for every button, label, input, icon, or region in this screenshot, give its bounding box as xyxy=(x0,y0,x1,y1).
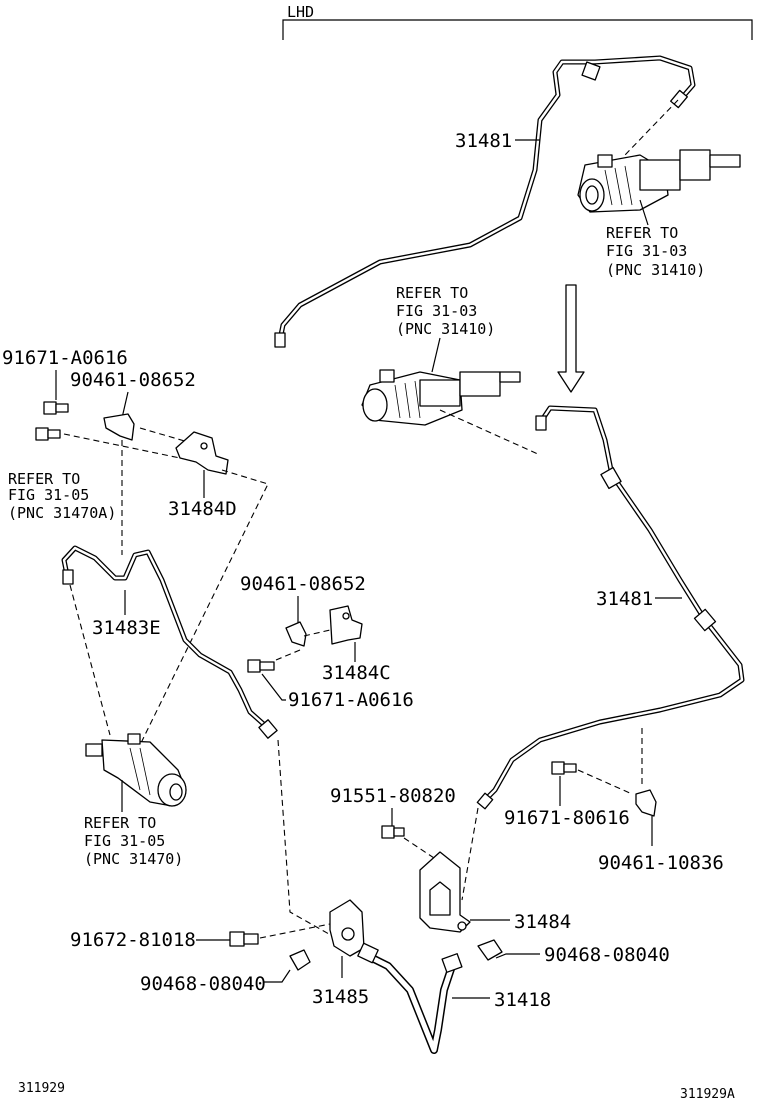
lhd-bracket: LHD xyxy=(282,3,753,40)
pipe-31483e[interactable] xyxy=(61,545,278,739)
svg-text:FIG 31-05: FIG 31-05 xyxy=(8,486,89,504)
lead-90468-08040-left xyxy=(264,969,291,983)
label-90468-08040-right: 90468-08040 xyxy=(544,944,670,966)
ref-center: REFER TO FIG 31-03 (PNC 31410) xyxy=(396,284,495,338)
guide-31484c xyxy=(303,629,331,637)
release-cylinder-icon xyxy=(85,733,187,807)
lhd-label: LHD xyxy=(287,3,314,21)
guide-31484 xyxy=(403,837,441,863)
lead-90468-08040-right xyxy=(495,953,540,959)
label-31481-right: 31481 xyxy=(596,588,653,610)
svg-text:(PNC 31470): (PNC 31470) xyxy=(84,850,183,868)
clamp-90461-08652-mid-icon xyxy=(285,621,307,647)
pipe-31481-right[interactable] xyxy=(476,405,745,810)
bolt-91671-a0616-mid-icon xyxy=(247,659,275,673)
master-cylinder-center-icon xyxy=(361,369,521,426)
lead-91671-a0616-mid xyxy=(261,673,286,701)
down-arrow-icon xyxy=(557,284,585,393)
svg-text:REFER TO: REFER TO xyxy=(84,814,156,832)
label-91671-a0616-mid: 91671-A0616 xyxy=(288,689,414,711)
ref-left: REFER TO FIG 31-05 (PNC 31470A) xyxy=(8,470,116,522)
label-31483e: 31483E xyxy=(92,617,161,639)
bolt-ref-left-icon xyxy=(35,427,61,441)
bracket-31484-icon xyxy=(419,851,471,933)
guide-top-right xyxy=(624,99,679,156)
clamp-90461-10836-icon xyxy=(635,789,657,817)
bolt-91672-81018-icon xyxy=(229,931,259,947)
guide-91671-80616 xyxy=(577,769,633,795)
ref-bottom-left: REFER TO FIG 31-05 (PNC 31470) xyxy=(84,814,183,868)
svg-text:REFER TO: REFER TO xyxy=(8,470,80,488)
label-90461-08652-mid: 90461-08652 xyxy=(240,573,366,595)
label-31484c: 31484C xyxy=(322,662,391,684)
hose-31418[interactable] xyxy=(357,942,463,1054)
footer-left-code: 311929 xyxy=(18,1081,65,1096)
svg-text:FIG 31-05: FIG 31-05 xyxy=(84,832,165,850)
svg-text:(PNC 31410): (PNC 31410) xyxy=(606,261,705,279)
ref-top-right: REFER TO FIG 31-03 (PNC 31410) xyxy=(606,224,705,279)
master-cylinder-top-icon xyxy=(577,149,741,213)
label-31418: 31418 xyxy=(494,989,551,1011)
guide-31484c-bolt xyxy=(275,649,301,661)
guide-31485 xyxy=(277,739,337,939)
label-90461-08652-left: 90461-08652 xyxy=(70,369,196,391)
guide-31484-pipe xyxy=(461,807,479,901)
bracket-31484c-icon xyxy=(329,605,363,645)
footer-right-code: 311929A xyxy=(680,1087,735,1102)
label-91551-80820: 91551-80820 xyxy=(330,785,456,807)
lead-ref-top-right xyxy=(639,199,649,226)
guide-91672-81018 xyxy=(259,923,331,939)
label-31485: 31485 xyxy=(312,986,369,1008)
label-90468-08040-left: 90468-08040 xyxy=(140,973,266,995)
bolt-91671-80616-icon xyxy=(551,761,577,775)
label-91672-81018: 91672-81018 xyxy=(70,929,196,951)
label-91671-a0616-left: 91671-A0616 xyxy=(2,347,128,369)
guide-clamp-left xyxy=(139,427,189,443)
bolt-91671-a0616-left-icon xyxy=(43,401,69,415)
svg-text:FIG 31-03: FIG 31-03 xyxy=(606,242,687,260)
svg-text:REFER TO: REFER TO xyxy=(606,224,678,242)
svg-text:FIG 31-03: FIG 31-03 xyxy=(396,302,477,320)
clip-90468-08040-right-icon xyxy=(477,939,503,961)
guide-left-cylinder xyxy=(69,584,111,736)
clamp-90461-08652-left-icon xyxy=(103,413,135,441)
lead-90461-08652-left xyxy=(121,391,129,419)
label-31484: 31484 xyxy=(514,911,571,933)
clip-90468-08040-left-icon xyxy=(289,949,311,971)
guide-center xyxy=(439,409,541,456)
svg-text:(PNC 31410): (PNC 31410) xyxy=(396,320,495,338)
label-90461-10836: 90461-10836 xyxy=(598,852,724,874)
bolt-91551-80820-icon xyxy=(381,825,405,839)
svg-text:REFER TO: REFER TO xyxy=(396,284,468,302)
clamp-31485-icon xyxy=(329,899,365,957)
bracket-31484d-icon xyxy=(175,431,229,475)
lead-ref-center xyxy=(431,337,441,373)
guide-31484d xyxy=(139,469,269,746)
label-91671-80616: 91671-80616 xyxy=(504,807,630,829)
label-31481-top: 31481 xyxy=(455,130,512,152)
pipe-31481-top[interactable] xyxy=(274,55,696,348)
svg-text:(PNC 31470A): (PNC 31470A) xyxy=(8,504,116,522)
label-31484d: 31484D xyxy=(168,498,237,520)
